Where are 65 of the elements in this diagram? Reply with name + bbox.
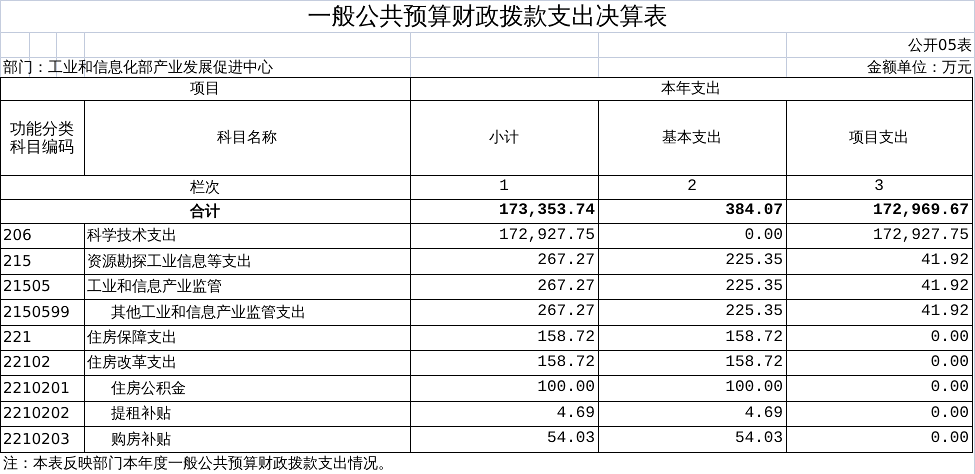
subject-name: 住房改革支出 xyxy=(87,354,177,371)
column-header: 小计 xyxy=(489,129,519,146)
amount-value: 4.69 xyxy=(556,404,595,422)
amount-value: 41.92 xyxy=(920,278,969,296)
subject-code: 21505 xyxy=(3,278,51,295)
subject-code: 2150599 xyxy=(3,304,70,320)
total-label: 合计 xyxy=(190,202,220,220)
amount-value: 0.00 xyxy=(930,328,969,346)
amount-value: 225.35 xyxy=(725,278,783,296)
amount-value: 100.00 xyxy=(537,379,595,397)
amount-value: 158.72 xyxy=(725,328,783,346)
subject-code: 215 xyxy=(3,252,32,270)
subject-name: 科学技术支出 xyxy=(87,227,177,244)
amount-value: 172,927.75 xyxy=(498,226,595,244)
amount-value: 41.92 xyxy=(920,252,969,270)
column-header: 科目名称 xyxy=(217,129,277,146)
amount-value: 54.03 xyxy=(734,430,783,448)
amount-value: 0.00 xyxy=(930,379,969,397)
amount-value: 4.69 xyxy=(744,404,783,422)
unit-note: 金额单位：万元 xyxy=(867,58,972,76)
amount-value: 0.00 xyxy=(930,404,969,422)
amount-value: 0.00 xyxy=(744,226,783,244)
amount-value: 158.72 xyxy=(537,328,595,346)
amount-value: 267.27 xyxy=(537,278,595,296)
table-number: 公开05表 xyxy=(908,36,972,54)
subject-code: 2210201 xyxy=(3,380,70,396)
subject-code: 2210202 xyxy=(3,405,70,422)
amount-value: 0.00 xyxy=(930,430,969,448)
subject-name: 工业和信息产业监管 xyxy=(87,278,222,295)
total-amount: 173,353.74 xyxy=(498,202,595,220)
total-amount: 384.07 xyxy=(725,202,783,220)
amount-value: 267.27 xyxy=(537,303,595,321)
column-header: 基本支出 xyxy=(662,129,722,146)
amount-value: 0.00 xyxy=(930,354,969,372)
amount-value: 225.35 xyxy=(725,303,783,321)
amount-value: 54.03 xyxy=(546,430,595,448)
amount-value: 158.72 xyxy=(537,354,595,372)
subject-name: 其他工业和信息产业监管支出 xyxy=(111,304,306,320)
column-number: 3 xyxy=(874,178,884,196)
subject-code: 206 xyxy=(3,227,32,244)
subject-code: 2210203 xyxy=(3,430,70,448)
column-header: 项目 xyxy=(190,80,220,97)
column-number: 2 xyxy=(687,178,697,196)
amount-value: 41.92 xyxy=(920,303,969,321)
subject-name: 住房公积金 xyxy=(111,380,186,396)
department-name: 部门：工业和信息化部产业发展促进中心 xyxy=(3,58,273,76)
subject-name: 购房补贴 xyxy=(111,430,171,448)
table-note: 注：本表反映部门本年度一般公共预算财政拨款支出情况。 xyxy=(3,454,393,472)
subject-code: 22102 xyxy=(3,354,51,371)
subject-name: 提租补贴 xyxy=(111,405,171,422)
subject-name: 资源勘探工业信息等支出 xyxy=(87,252,252,270)
amount-value: 225.35 xyxy=(725,252,783,270)
amount-value: 158.72 xyxy=(725,354,783,372)
subject-code: 221 xyxy=(3,329,32,346)
column-header: 本年支出 xyxy=(661,80,721,97)
column-header: 功能分类科目编码 xyxy=(9,120,75,156)
amount-value: 100.00 xyxy=(725,379,783,397)
column-number-label: 栏次 xyxy=(190,178,220,196)
table-title: 一般公共预算财政拨款支出决算表 xyxy=(308,2,668,30)
column-header: 项目支出 xyxy=(849,129,909,146)
subject-name: 住房保障支出 xyxy=(87,329,177,346)
total-amount: 172,969.67 xyxy=(872,202,969,220)
amount-value: 172,927.75 xyxy=(872,226,969,244)
column-number: 1 xyxy=(499,178,509,196)
amount-value: 267.27 xyxy=(537,252,595,270)
